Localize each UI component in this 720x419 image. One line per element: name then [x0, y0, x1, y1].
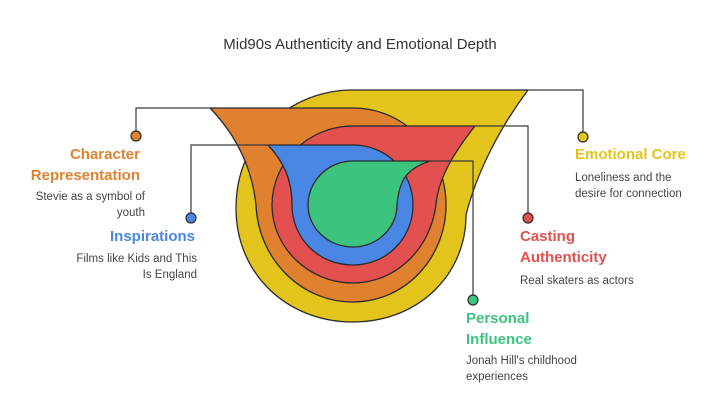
personal-influence-label-line2: Influence: [466, 331, 532, 348]
dot-casting-authenticity: [522, 212, 534, 224]
emotional-core-desc-line2: desire for connection: [575, 188, 682, 200]
character-representation-label: Character Representation: [20, 144, 140, 186]
personal-influence-label: Personal Influence: [466, 308, 616, 350]
casting-authenticity-label: Casting Authenticity: [520, 226, 670, 268]
inspirations-desc-line2: Is England: [142, 269, 197, 281]
emotional-core-desc-line1: Loneliness and the: [575, 172, 672, 184]
emotional-core-desc: Loneliness and the desire for connection: [575, 170, 715, 202]
inspirations-desc-line1: Films like Kids and This: [76, 253, 197, 265]
personal-influence-desc-line2: experiences: [466, 371, 529, 383]
dot-character-representation: [130, 130, 142, 142]
casting-authenticity-label-line2: Authenticity: [520, 249, 607, 266]
character-representation-desc-line1: Stevie as a symbol of: [35, 191, 145, 203]
connector-emotional-core: [525, 89, 584, 136]
character-representation-desc: Stevie as a symbol of youth: [10, 189, 145, 221]
inspirations-desc: Films like Kids and This Is England: [50, 251, 197, 283]
character-representation-label-line1: Character: [69, 146, 140, 163]
personal-influence-core: [307, 160, 431, 248]
personal-influence-desc: Jonah Hill's childhood experiences: [466, 353, 646, 385]
diagram-title: Mid90s Authenticity and Emotional Depth: [223, 36, 497, 53]
emotional-core-label: Emotional Core: [575, 146, 686, 163]
connector-casting-authenticity: [473, 125, 529, 218]
connector-inspirations: [190, 144, 272, 217]
casting-authenticity-desc: Real skaters as actors: [520, 275, 634, 287]
connector-personal-influence: [428, 160, 474, 300]
dot-personal-influence: [467, 294, 479, 306]
inspirations-label: Inspirations: [109, 228, 195, 245]
connector-character-representation: [135, 107, 218, 136]
casting-authenticity-label-line1: Casting: [520, 228, 576, 245]
character-representation-label-line2: Representation: [30, 167, 140, 184]
dot-inspirations: [185, 212, 197, 224]
personal-influence-desc-line1: Jonah Hill's childhood: [466, 355, 577, 367]
dot-emotional-core: [577, 131, 589, 143]
personal-influence-label-line1: Personal: [466, 310, 530, 327]
character-representation-desc-line2: youth: [116, 207, 145, 219]
